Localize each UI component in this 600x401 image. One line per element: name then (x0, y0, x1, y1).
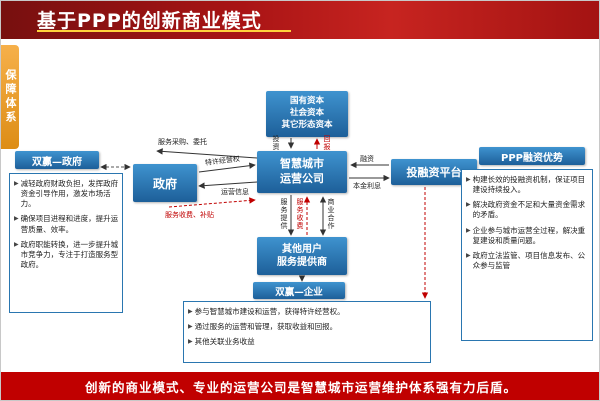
arrow-operation-info (198, 181, 258, 189)
panel-item-text: 企业参与城市运营全过程，解决重复建设和质量问题。 (472, 225, 586, 245)
bullet-arrow-icon: ▶ (188, 338, 193, 346)
label-procurement: 服务采购、委托 (158, 138, 207, 146)
panel-item-text: 其他关联业务收益 (194, 337, 255, 347)
list-item: ▶ 构建长效的投融资机制，保证项目建设持续投入。 (466, 175, 589, 195)
bullet-arrow-icon: ▶ (466, 226, 471, 234)
label-return: 回报 (323, 135, 331, 152)
header-win-government: 双赢—政府 (15, 151, 99, 169)
footer-banner: 创新的商业模式、专业的运营公司是智慧城市运营维护体系强有力后盾。 (1, 372, 599, 400)
bullet-arrow-icon: ▶ (188, 308, 193, 315)
header-win-enterprise: 双赢—企业 (253, 282, 345, 299)
header-ppp-advantage: PPP融资优势 (479, 147, 585, 165)
footer-text: 创新的商业模式、专业的运营公司是智慧城市运营维护体系强有力后盾。 (84, 379, 517, 395)
bullet-arrow-icon: ▶ (466, 201, 471, 209)
title-banner: 基于PPP的创新商业模式 (1, 1, 599, 39)
panel-win-government: ▶ 减轻政府财政负担，发挥政府资金引导作用，激发市场活力。 ▶ 确保项目进程和进… (9, 173, 123, 313)
panel-item-text: 政府职能转换，进一步提升城市竞争力，专注于打造服务型政府。 (20, 239, 119, 269)
panel-item-text: 通过服务的运营和管理，获取收益和回报。 (194, 322, 338, 332)
label-invest: 投资 (272, 135, 280, 152)
bullet-arrow-icon: ▶ (14, 215, 19, 223)
list-item: ▶ 企业参与城市运营全过程，解决重复建设和质量问题。 (466, 226, 589, 246)
side-tab-guarantee-system: 保障体系 (1, 45, 19, 149)
arrow-procurement (156, 148, 258, 159)
bullet-arrow-icon: ▶ (14, 240, 19, 248)
label-service-fee: 服务收费 (296, 198, 304, 231)
label-fee-subsidy: 服务收费、补贴 (165, 211, 214, 219)
panel-item-text: 减轻政府财政负担，发挥政府资金引导作用，激发市场活力。 (20, 179, 119, 209)
title-underline (37, 30, 291, 32)
box-service-providers: 其他用户 服务提供商 (257, 237, 347, 275)
panel-item-text: 确保项目进程和进度，提升运营质量、效率。 (20, 214, 119, 234)
panel-item-text: 参与智慧城市建设和运营，获得特许经营权。 (194, 307, 345, 316)
label-operation-info: 运营信息 (221, 188, 249, 196)
label-financing: 融资 (360, 155, 374, 163)
list-item: ▶ 政府职能转换，进一步提升城市竞争力，专注于打造服务型政府。 (14, 240, 119, 270)
box-government: 政府 (133, 164, 197, 202)
arrow-fee-subsidy (168, 197, 256, 208)
bullet-arrow-icon: ▶ (14, 180, 19, 187)
list-item: ▶ 解决政府资金不足和大量资金需求的矛盾。 (466, 200, 589, 220)
arrow-franchise (198, 162, 256, 173)
list-item: ▶ 通过服务的运营和管理，获取收益和回报。 (188, 322, 427, 332)
box-capital: 国有资本 社会资本 其它形态资本 (266, 91, 348, 137)
list-item: ▶ 减轻政府财政负担，发挥政府资金引导作用，激发市场活力。 (14, 179, 119, 209)
list-item: ▶ 确保项目进程和进度，提升运营质量、效率。 (14, 214, 119, 234)
bullet-arrow-icon: ▶ (466, 176, 471, 183)
box-smart-city-operator: 智慧城市 运营公司 (257, 151, 347, 193)
bullet-arrow-icon: ▶ (466, 251, 471, 259)
label-business-coop: 商业合作 (327, 198, 335, 231)
list-item: ▶ 其他关联业务收益 (188, 337, 427, 347)
panel-item-text: 政府立法监管、项目信息发布、公众参与监管 (472, 250, 586, 270)
list-item: ▶ 参与智慧城市建设和运营，获得特许经营权。 (188, 307, 427, 317)
panel-ppp-advantage: ▶ 构建长效的投融资机制，保证项目建设持续投入。 ▶ 解决政府资金不足和大量资金… (461, 169, 593, 341)
bullet-arrow-icon: ▶ (188, 323, 193, 331)
panel-item-text: 构建长效的投融资机制，保证项目建设持续投入。 (472, 175, 586, 195)
label-principal-interest: 本金利息 (353, 182, 381, 190)
side-tab-label: 保障体系 (4, 69, 17, 125)
page-title: 基于PPP的创新商业模式 (37, 10, 262, 32)
panel-win-enterprise: ▶ 参与智慧城市建设和运营，获得特许经营权。 ▶ 通过服务的运营和管理，获取收益… (183, 301, 431, 363)
panel-item-text: 解决政府资金不足和大量资金需求的矛盾。 (472, 200, 586, 220)
label-service-provide: 服务提供 (280, 198, 288, 231)
list-item: ▶ 政府立法监管、项目信息发布、公众参与监管 (466, 251, 589, 271)
